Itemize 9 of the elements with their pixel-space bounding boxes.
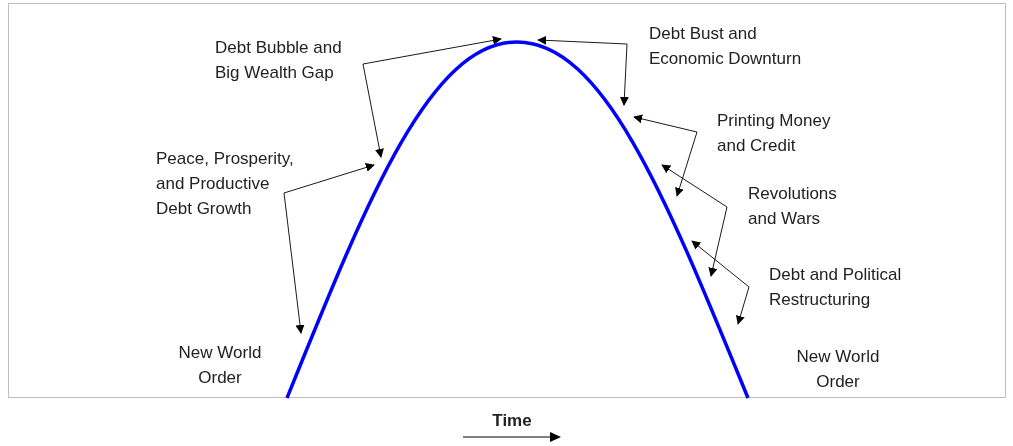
stage-label: New World Order (795, 346, 881, 393)
stage-label: Peace, Prosperity, and Productive Debt Growth (156, 146, 296, 221)
stage-label: Debt and Political Restructuring (769, 262, 909, 312)
stage-label: Debt Bust and Economic Downturn (649, 21, 819, 71)
axis-label: Time (491, 410, 533, 432)
stage-label: Printing Money and Credit (717, 108, 857, 158)
stage-label: Debt Bubble and Big Wealth Gap (215, 35, 363, 85)
stage-label: New World Order (177, 342, 263, 389)
stage-label: Revolutions and Wars (748, 181, 860, 231)
